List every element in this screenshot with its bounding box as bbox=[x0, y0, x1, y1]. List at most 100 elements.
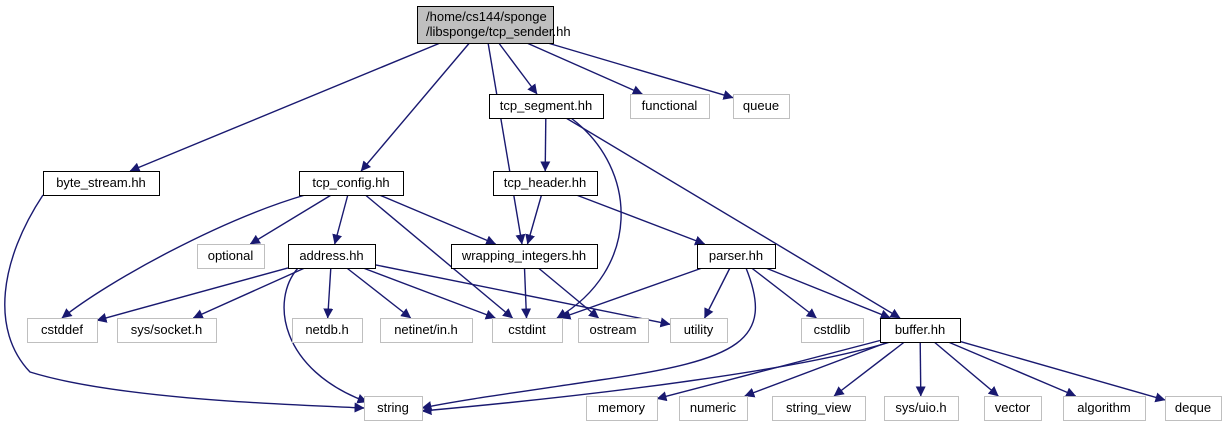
node-parser[interactable]: parser.hh bbox=[697, 244, 776, 269]
node-box bbox=[1165, 396, 1222, 421]
node-netdb: netdb.h bbox=[292, 318, 363, 343]
node-label: string_view bbox=[786, 400, 852, 415]
node-string_view: string_view bbox=[772, 396, 866, 421]
node-label: parser.hh bbox=[709, 248, 763, 263]
node-deque: deque bbox=[1165, 396, 1222, 421]
node-root[interactable]: /home/cs144/sponge/libsponge/tcp_sender.… bbox=[417, 6, 571, 44]
node-label: byte_stream.hh bbox=[56, 175, 146, 190]
node-box bbox=[630, 94, 710, 119]
node-label: /libsponge/tcp_sender.hh bbox=[426, 24, 571, 39]
edge-wrapping_integers-to-ostream bbox=[537, 267, 600, 319]
node-netinet: netinet/in.h bbox=[380, 318, 473, 343]
node-ostream: ostream bbox=[578, 318, 649, 343]
node-label: wrapping_integers.hh bbox=[461, 248, 586, 263]
node-memory: memory bbox=[586, 396, 658, 421]
edge-address-to-netinet bbox=[346, 267, 412, 319]
node-tcp_header[interactable]: tcp_header.hh bbox=[493, 171, 598, 196]
edge-byte_stream-to-string bbox=[4, 194, 365, 413]
node-box bbox=[117, 318, 217, 343]
node-cstdint: cstdint bbox=[492, 318, 563, 343]
edge-tcp_config-to-cstddef bbox=[61, 194, 306, 319]
node-box bbox=[670, 318, 728, 343]
node-box bbox=[801, 318, 864, 343]
node-vector: vector bbox=[984, 396, 1042, 421]
node-byte_stream[interactable]: byte_stream.hh bbox=[43, 171, 160, 196]
node-box bbox=[578, 318, 649, 343]
node-box bbox=[984, 396, 1042, 421]
node-box bbox=[493, 171, 598, 196]
node-buffer[interactable]: buffer.hh bbox=[880, 318, 961, 343]
edge-tcp_segment-to-buffer bbox=[565, 117, 901, 319]
node-label: netdb.h bbox=[305, 322, 348, 337]
node-cstdlib: cstdlib bbox=[801, 318, 864, 343]
edge-tcp_segment-to-cstdint bbox=[556, 117, 622, 319]
node-cstddef: cstddef bbox=[27, 318, 98, 343]
node-box bbox=[292, 318, 363, 343]
node-functional: functional bbox=[630, 94, 710, 119]
node-string: string bbox=[364, 396, 423, 421]
edge-root-to-byte_stream bbox=[129, 42, 441, 172]
node-label: string bbox=[377, 400, 409, 415]
node-box bbox=[679, 396, 748, 421]
edge-buffer-to-vector bbox=[933, 341, 999, 397]
edge-buffer-to-numeric bbox=[744, 341, 889, 398]
edge-tcp_segment-to-tcp_header bbox=[540, 117, 551, 172]
node-box bbox=[27, 318, 98, 343]
node-box bbox=[43, 171, 160, 196]
edge-root-to-functional bbox=[526, 42, 643, 95]
node-box bbox=[288, 244, 376, 269]
edge-root-to-queue bbox=[547, 42, 734, 100]
node-box bbox=[451, 244, 598, 269]
node-label: numeric bbox=[690, 400, 737, 415]
node-tcp_config[interactable]: tcp_config.hh bbox=[299, 171, 404, 196]
edge-root-to-tcp_config bbox=[360, 42, 470, 172]
node-label: ostream bbox=[590, 322, 637, 337]
edge-buffer-to-memory bbox=[656, 339, 881, 402]
node-box bbox=[380, 318, 473, 343]
edge-tcp_config-to-cstdint bbox=[364, 194, 514, 319]
node-label: memory bbox=[598, 400, 645, 415]
node-utility: utility bbox=[670, 318, 728, 343]
edge-address-to-cstddef bbox=[96, 267, 289, 323]
node-label: cstddef bbox=[41, 322, 83, 337]
node-socket: sys/socket.h bbox=[117, 318, 217, 343]
edge-buffer-to-algorithm bbox=[948, 341, 1077, 397]
edge-buffer-to-deque bbox=[959, 340, 1166, 403]
node-wrapping_integers[interactable]: wrapping_integers.hh bbox=[451, 244, 598, 269]
node-label: queue bbox=[743, 98, 779, 113]
node-box bbox=[884, 396, 959, 421]
edge-address-to-cstdint bbox=[362, 267, 496, 320]
node-tcp_segment[interactable]: tcp_segment.hh bbox=[489, 94, 604, 119]
node-queue: queue bbox=[733, 94, 790, 119]
node-box bbox=[417, 6, 554, 44]
node-label: address.hh bbox=[299, 248, 363, 263]
node-label: functional bbox=[642, 98, 698, 113]
edge-tcp_header-to-parser bbox=[576, 194, 706, 246]
node-label: tcp_header.hh bbox=[504, 175, 586, 190]
node-label: netinet/in.h bbox=[394, 322, 458, 337]
node-label: tcp_config.hh bbox=[312, 175, 389, 190]
node-label: cstdlib bbox=[814, 322, 851, 337]
edge-buffer-to-string_view bbox=[833, 341, 905, 397]
edge-tcp_config-to-optional bbox=[249, 194, 332, 245]
node-box bbox=[492, 318, 563, 343]
node-address[interactable]: address.hh bbox=[288, 244, 376, 269]
node-label: sys/uio.h bbox=[895, 400, 946, 415]
node-label: optional bbox=[208, 248, 254, 263]
node-label: sys/socket.h bbox=[131, 322, 203, 337]
edge-address-to-socket bbox=[192, 267, 305, 319]
node-label: vector bbox=[995, 400, 1031, 415]
edge-wrapping_integers-to-cstdint bbox=[521, 267, 532, 319]
node-box bbox=[489, 94, 604, 119]
node-box bbox=[299, 171, 404, 196]
node-box bbox=[880, 318, 961, 343]
node-numeric: numeric bbox=[679, 396, 748, 421]
node-label: utility bbox=[684, 322, 714, 337]
node-box bbox=[364, 396, 423, 421]
node-label: deque bbox=[1175, 400, 1211, 415]
edge-buffer-to-string bbox=[421, 341, 891, 416]
edge-root-to-tcp_segment bbox=[498, 42, 538, 95]
node-optional: optional bbox=[197, 244, 265, 269]
edge-tcp_config-to-address bbox=[332, 194, 349, 245]
